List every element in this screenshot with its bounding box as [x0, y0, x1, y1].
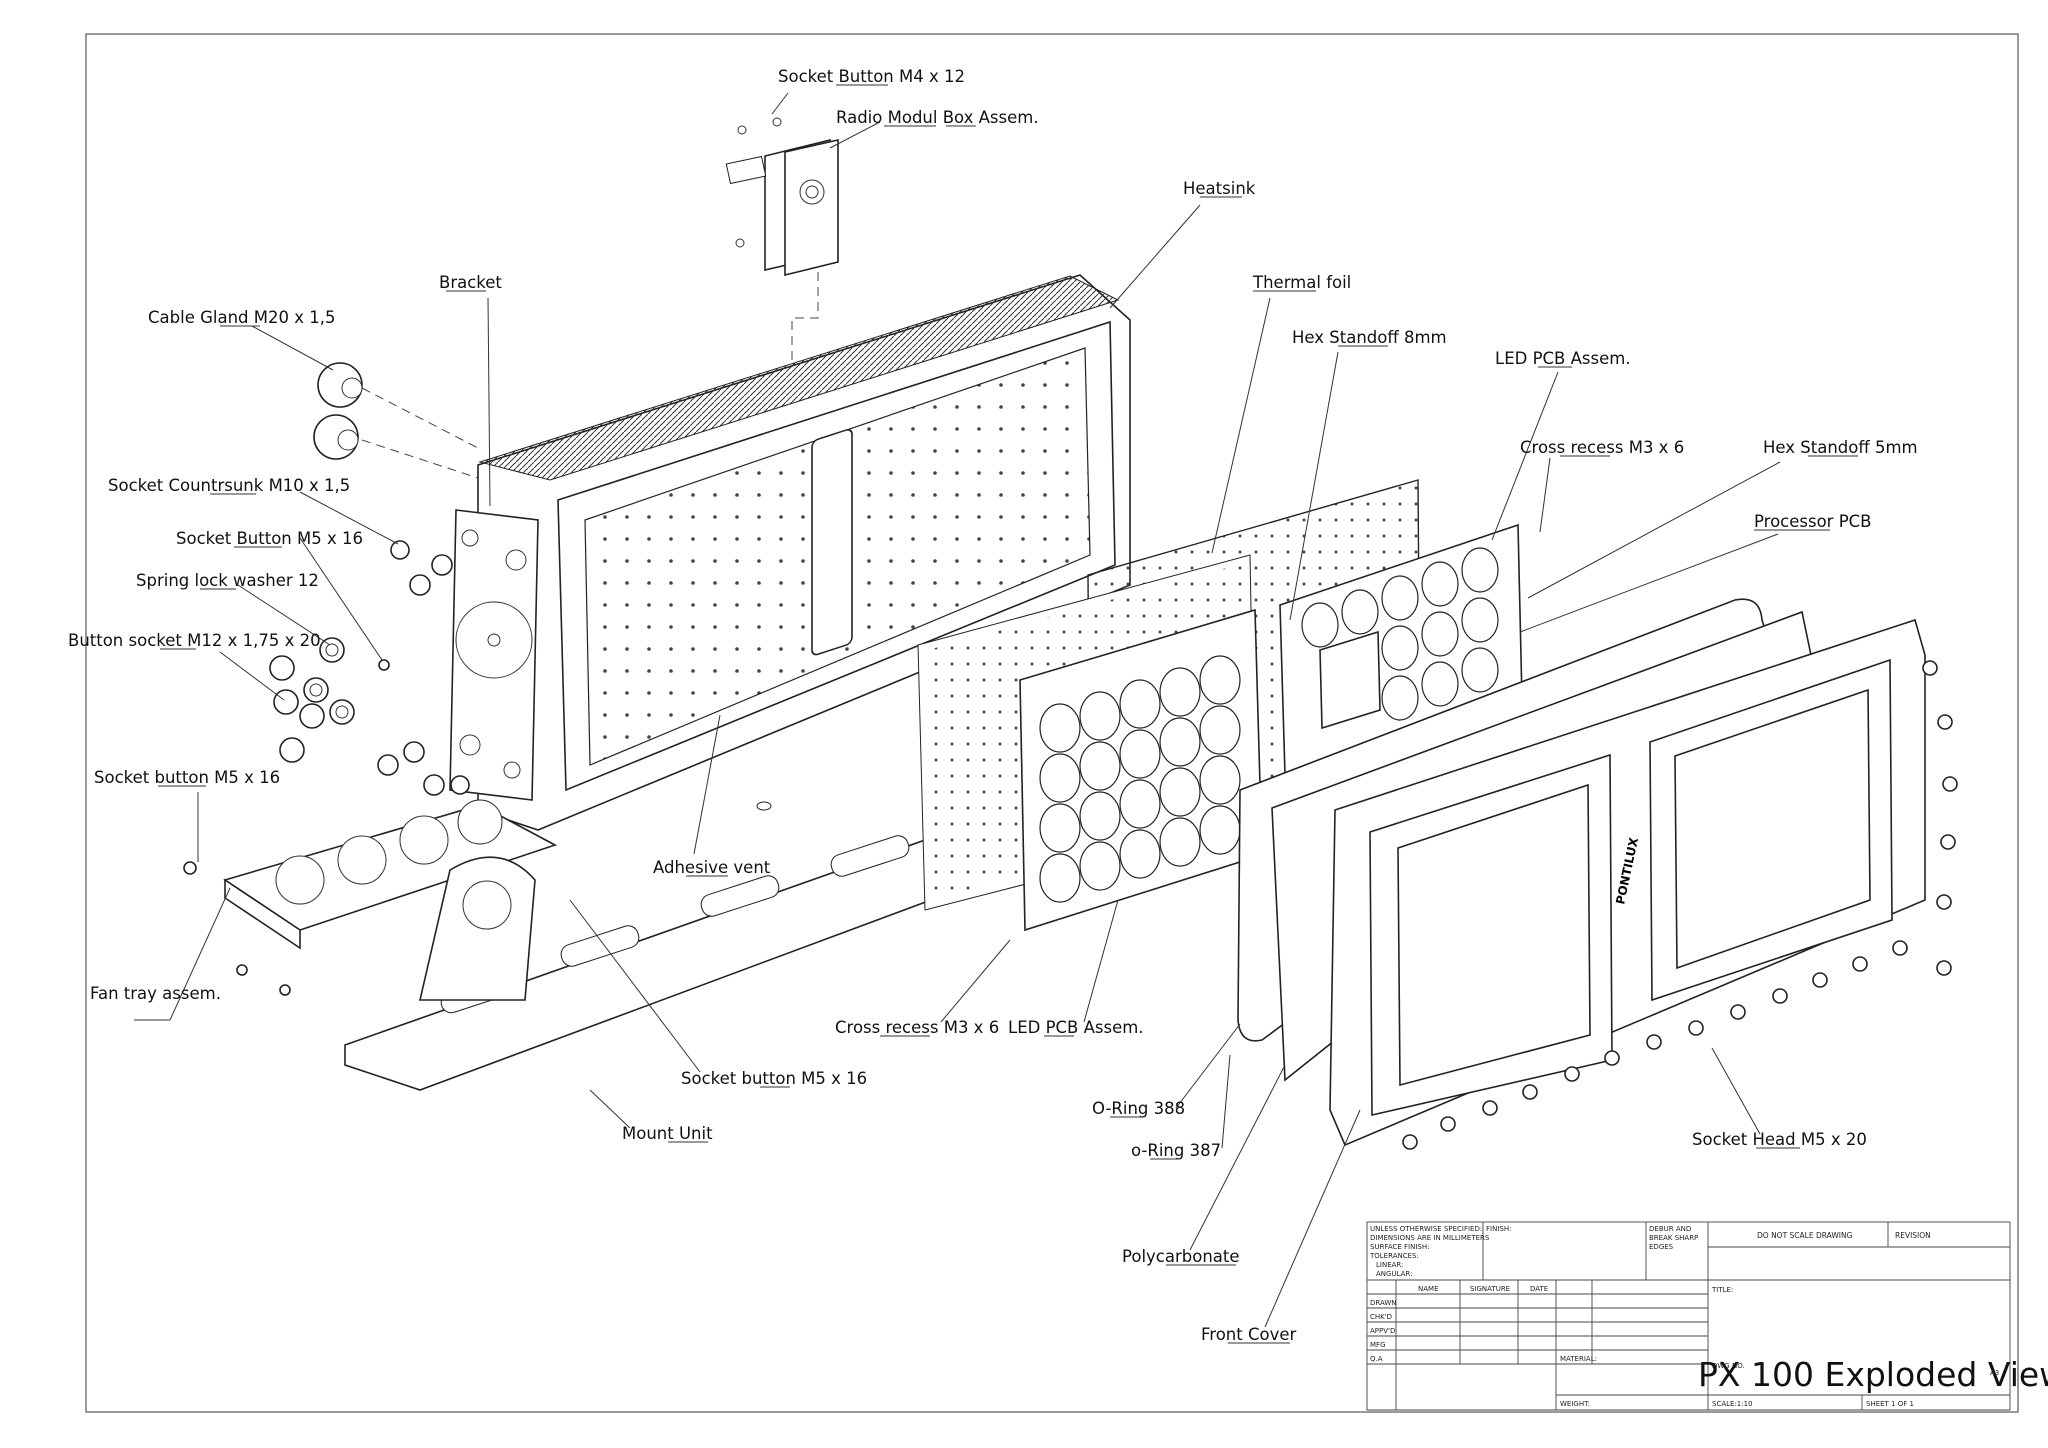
callout-o-ring-387: o-Ring 387 — [1131, 1141, 1221, 1160]
callout-socket-button-m4: Socket Button M4 x 12 — [778, 67, 965, 86]
heatsink-part — [477, 274, 1131, 831]
callout-cable-gland: Cable Gland M20 x 1,5 — [148, 308, 335, 327]
tb-title-label: TITLE: — [1711, 1286, 1733, 1294]
callout-front-cover: Front Cover — [1201, 1325, 1297, 1344]
left-fastener-parts — [183, 540, 470, 996]
tb-finish: FINISH: — [1486, 1225, 1511, 1233]
tb-material: MATERIAL: — [1560, 1355, 1597, 1363]
tb-row-drawn: DRAWN — [1370, 1299, 1397, 1307]
tb-note-5: LINEAR: — [1376, 1261, 1403, 1269]
tb-revision: REVISION — [1895, 1231, 1931, 1240]
callout-cross-recess-top: Cross recess M3 x 6 — [1520, 438, 1684, 457]
tb-drawing-title: PX 100 Exploded View — [1698, 1355, 2048, 1394]
tb-dwg-no: DWG NO. — [1712, 1362, 1745, 1370]
callout-socket-button-m5-b: Socket button M5 x 16 — [94, 768, 280, 787]
tb-sheet: SHEET 1 OF 1 — [1866, 1400, 1914, 1408]
led-pcb-bottom-part — [1019, 608, 1263, 932]
callout-socket-button-m5-c: Socket button M5 x 16 — [681, 1069, 867, 1088]
callout-socket-countersunk: Socket Countrsunk M10 x 1,5 — [108, 476, 350, 495]
tb-row-mfg: MFG — [1370, 1341, 1386, 1349]
mount-unit-part — [344, 809, 1061, 1091]
callout-mount-unit: Mount Unit — [622, 1124, 713, 1143]
tb-note-3: SURFACE FINISH: — [1370, 1243, 1429, 1251]
front-cover-part — [1329, 618, 1926, 1147]
front-cover-screws — [1402, 660, 1958, 1150]
tb-deburr-2: BREAK SHARP — [1649, 1234, 1698, 1242]
label-underlines — [134, 84, 1858, 1344]
fan-tray-part — [223, 799, 558, 950]
callout-button-socket-m12: Button socket M12 x 1,75 x 20 — [68, 631, 321, 650]
title-block — [1366, 1221, 2011, 1411]
tb-weight: WEIGHT: — [1560, 1400, 1590, 1408]
cable-gland-dashed-1 — [361, 387, 479, 449]
tb-note-1: UNLESS OTHERWISE SPECIFIED: — [1370, 1225, 1482, 1233]
tb-row-chkd: CHK'D — [1370, 1313, 1392, 1321]
adhesive-vent-part — [756, 801, 772, 811]
radio-box-dashed-path — [791, 272, 819, 380]
tb-note-6: ANGULAR: — [1376, 1270, 1412, 1278]
tb-deburr-3: EDGES — [1649, 1243, 1674, 1251]
tb-row-qa: Q.A — [1370, 1355, 1383, 1363]
callout-led-pcb-top: LED PCB Assem. — [1495, 349, 1631, 368]
tb-size: A3 — [1990, 1369, 1999, 1377]
callout-socket-button-m5-a: Socket Button M5 x 16 — [176, 529, 363, 548]
tb-col-date: DATE — [1530, 1285, 1548, 1293]
callout-radio-modul-box: Radio Modul Box Assem. — [836, 108, 1039, 127]
callout-fan-tray: Fan tray assem. — [90, 984, 221, 1003]
cable-gland-parts — [313, 362, 363, 460]
title-block-text: UNLESS OTHERWISE SPECIFIED: DIMENSIONS A… — [1369, 1225, 2048, 1408]
tb-row-appvd: APPV'D — [1370, 1327, 1395, 1335]
drawing-frame — [85, 33, 2019, 1413]
callout-socket-head: Socket Head M5 x 20 — [1692, 1130, 1867, 1149]
callout-cross-recess-bottom: Cross recess M3 x 6 — [835, 1018, 999, 1037]
callout-heatsink: Heatsink — [1183, 179, 1256, 198]
bracket-part — [449, 509, 539, 801]
callout-bracket: Bracket — [439, 273, 502, 292]
callout-hex-standoff-5: Hex Standoff 5mm — [1763, 438, 1918, 457]
callout-thermal-foil: Thermal foil — [1252, 273, 1351, 292]
tb-note-4: TOLERANCES: — [1369, 1252, 1419, 1260]
callout-led-pcb-bottom: LED PCB Assem. — [1008, 1018, 1144, 1037]
tb-scale: SCALE:1:10 — [1712, 1400, 1753, 1408]
callout-labels: Socket Button M4 x 12 Radio Modul Box As… — [68, 67, 1918, 1344]
tb-do-not-scale: DO NOT SCALE DRAWING — [1757, 1231, 1853, 1240]
tb-col-signature: SIGNATURE — [1470, 1285, 1510, 1293]
tb-col-name: NAME — [1418, 1285, 1439, 1293]
callout-adhesive-vent: Adhesive vent — [653, 858, 771, 877]
callout-o-ring-388: O-Ring 388 — [1092, 1099, 1185, 1118]
callout-polycarbonate: Polycarbonate — [1122, 1247, 1240, 1266]
cable-gland-dashed-2 — [361, 439, 479, 479]
leader-lines — [134, 92, 1781, 1328]
radio-modul-box-part — [725, 117, 839, 277]
tb-deburr-1: DEBUR AND — [1649, 1225, 1691, 1233]
callout-processor-pcb: Processor PCB — [1754, 512, 1872, 531]
tb-note-2: DIMENSIONS ARE IN MILLIMETERS — [1370, 1234, 1490, 1242]
callout-spring-lock-washer: Spring lock washer 12 — [136, 571, 319, 590]
callout-hex-standoff-8: Hex Standoff 8mm — [1292, 328, 1447, 347]
